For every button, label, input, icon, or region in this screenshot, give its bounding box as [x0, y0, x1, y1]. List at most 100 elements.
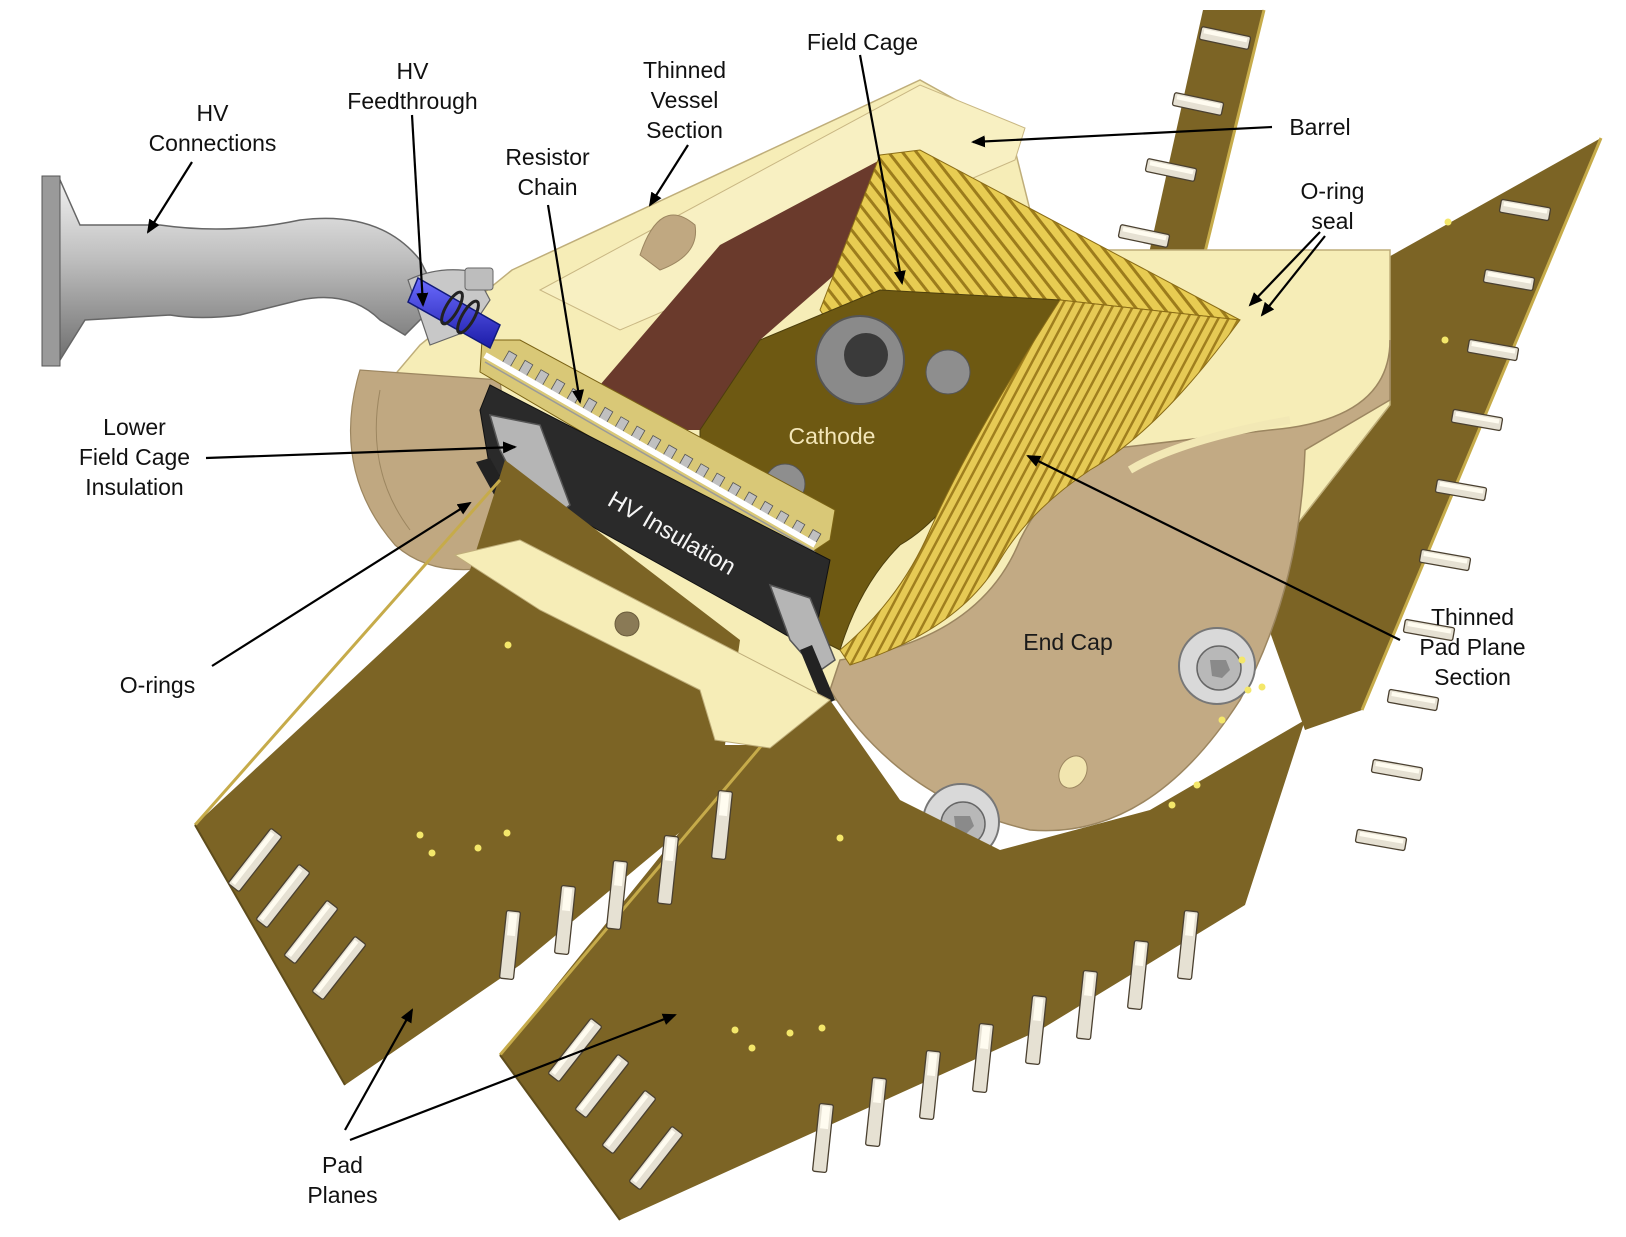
thinned-vessel-section [639, 214, 697, 271]
via-hole [1258, 683, 1266, 691]
hv-feedthrough [407, 276, 501, 350]
label-line: Feedthrough [347, 88, 478, 114]
label-line: Section [646, 117, 723, 143]
label-line: Pad [322, 1152, 363, 1178]
via-hole [1168, 801, 1176, 809]
contact-pin [284, 900, 338, 964]
label-line: Lower [103, 414, 166, 440]
label-thinned-vessel-section: Thinned Vessel Section [622, 55, 747, 145]
label-field-cage: Field Cage [790, 27, 935, 57]
end-cap [829, 339, 1391, 861]
via-hole [1193, 781, 1201, 789]
label-line: seal [1311, 208, 1354, 234]
label-o-rings: O-rings [105, 670, 210, 700]
label-line: Field Cage [78, 444, 191, 470]
label-hv-connections: HV Connections [130, 98, 295, 158]
contact-pin [1434, 478, 1488, 502]
contact-pin [548, 1018, 602, 1082]
contact-pin [1418, 548, 1472, 572]
label-line: O-ring [1300, 178, 1365, 204]
via-hole [731, 1026, 739, 1034]
contact-pin [972, 1023, 994, 1093]
contact-pin [1171, 92, 1225, 116]
pad-plane-right [498, 699, 1305, 1221]
contact-pin [1402, 618, 1456, 642]
contact-pin [602, 1090, 656, 1154]
contact-pin [312, 936, 366, 1000]
via-hole [1218, 716, 1226, 724]
arrow-resistor-chain [546, 204, 584, 404]
pad-plane-vias [416, 218, 1452, 1052]
label-line: Resistor [505, 144, 590, 170]
contact-pin [256, 864, 310, 928]
arrow-pad-planes-2 [349, 1013, 677, 1142]
contact-pin [919, 1050, 941, 1120]
hv-insulation [479, 384, 831, 651]
via-hole [1244, 686, 1252, 694]
via-hole [786, 1029, 794, 1037]
contact-pin [606, 860, 628, 930]
arrow-pad-planes-1 [344, 1008, 413, 1131]
right-plane-contacts [1354, 198, 1552, 852]
label-resistor-chain: Resistor Chain [485, 142, 610, 202]
via-hole [1444, 218, 1452, 226]
contact-pin [1482, 268, 1536, 292]
label-thinned-pad-plane-section: Thinned Pad Plane Section [1400, 602, 1545, 692]
label-line: Section [1434, 664, 1511, 690]
contact-pin [711, 790, 733, 860]
end-cap-label: End Cap [1023, 629, 1113, 655]
contact-pin [1450, 408, 1504, 432]
via-hole [474, 844, 482, 852]
label-line: Thinned [642, 57, 727, 83]
contact-pin [1144, 158, 1198, 182]
label-line: Planes [307, 1182, 378, 1208]
via-hole [503, 829, 511, 837]
label-line: Field Cage [806, 29, 919, 55]
via-hole [1441, 336, 1449, 344]
label-line: Thinned [1430, 604, 1515, 630]
contact-pin [1386, 688, 1440, 712]
label-line: HV [196, 100, 229, 126]
via-hole [818, 1024, 826, 1032]
contact-pin [554, 885, 576, 955]
contact-pin [575, 1054, 629, 1118]
cathode-label: Cathode [789, 423, 876, 449]
contact-pin [657, 835, 679, 905]
contact-pin [1177, 910, 1199, 980]
contact-pin [1498, 198, 1552, 222]
arrow-o-rings [211, 501, 472, 667]
arrow-o-ring-seal-1 [1248, 231, 1321, 307]
arrow-barrel [971, 125, 1273, 148]
arrow-hv-feedthrough [410, 114, 429, 307]
label-pad-planes: Pad Planes [295, 1150, 390, 1210]
via-hole [748, 1044, 756, 1052]
arrow-o-ring-seal-2 [1260, 235, 1326, 317]
end-cap-bolt-1 [1178, 627, 1256, 705]
label-barrel: Barrel [1275, 112, 1365, 142]
vessel-lower-flange [453, 539, 831, 749]
via-hole [504, 641, 512, 649]
label-line: Insulation [85, 474, 184, 500]
via-hole [1238, 656, 1246, 664]
contact-pin [228, 828, 282, 892]
top-plane-contacts [1063, 26, 1252, 380]
contact-pin [1117, 224, 1171, 248]
cathode-upper-panel [600, 160, 880, 430]
field-cage [600, 149, 1241, 666]
via-hole [836, 834, 844, 842]
arrow-lower-insulation [205, 441, 517, 460]
label-line: Vessel [650, 87, 719, 113]
label-line: Barrel [1289, 114, 1351, 140]
contact-pin [629, 1126, 683, 1190]
label-o-ring-seal: O-ring seal [1280, 176, 1385, 236]
label-lower-field-cage-insulation: Lower Field Cage Insulation [62, 412, 207, 502]
contact-pin [1354, 828, 1408, 852]
contact-pin [865, 1077, 887, 1147]
contact-pin [1127, 940, 1149, 1010]
contact-pin [1198, 26, 1252, 50]
label-line: HV [396, 58, 429, 84]
arrow-thinned-vessel [648, 144, 689, 207]
label-line: Connections [148, 130, 277, 156]
label-line: O-rings [119, 672, 196, 698]
